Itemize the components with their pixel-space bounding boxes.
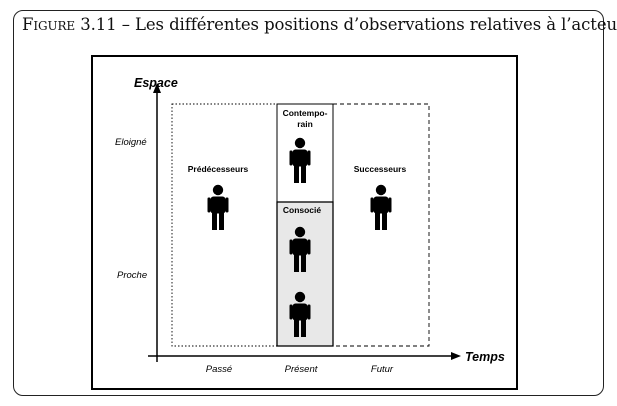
successors-label: Successeurs	[354, 164, 407, 174]
x-level-present: Présent	[285, 364, 318, 375]
caption-label: Figure 3.11	[22, 15, 117, 34]
y-axis-arrow	[153, 83, 161, 93]
x-axis-title: Temps	[465, 350, 505, 364]
contemporaries-label-line1: Contempo-	[283, 108, 328, 118]
x-level-past: Passé	[206, 364, 232, 375]
figure-caption: Figure 3.11 – Les différentes positions …	[22, 15, 617, 34]
future-region	[332, 103, 430, 347]
x-level-future: Futur	[371, 364, 394, 375]
y-level-near: Proche	[117, 270, 147, 281]
caption-separator: –	[116, 15, 136, 34]
consociates-label: Consocié	[283, 205, 322, 215]
contemporaries-label-line2: rain	[297, 119, 313, 129]
y-axis-title: Espace	[134, 76, 178, 90]
predecessors-label: Prédécesseurs	[188, 164, 249, 174]
caption-text: Les différentes positions d’observations…	[135, 15, 617, 34]
past-region	[171, 103, 278, 347]
predecessor-person-icon	[207, 184, 229, 230]
y-level-far: Eloigné	[115, 137, 147, 148]
successor-person-icon	[370, 184, 392, 230]
x-axis-arrow	[451, 352, 461, 360]
